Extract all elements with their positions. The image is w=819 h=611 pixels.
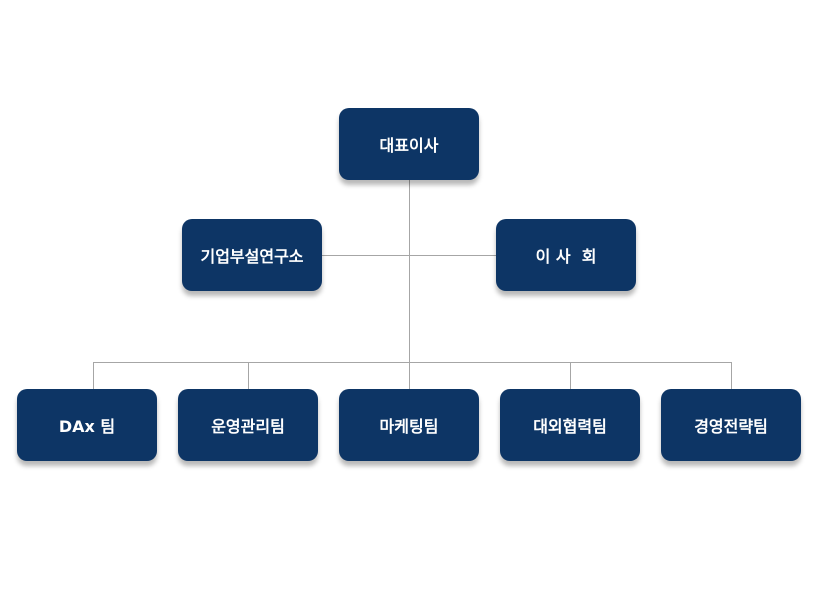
- connector-marketing-team: [409, 362, 410, 389]
- connector-dax-team: [93, 362, 94, 389]
- node-board: 이 사 회: [496, 219, 636, 291]
- node-external-affairs-team: 대외협력팀: [500, 389, 640, 461]
- node-research-lab: 기업부설연구소: [182, 219, 322, 291]
- connector-strategy-team: [731, 362, 732, 389]
- connector-external-affairs-team: [570, 362, 571, 389]
- node-strategy-team: 경영전략팀: [661, 389, 801, 461]
- connector-ceo-trunk: [409, 180, 410, 363]
- node-dax-team: DAx 팀: [17, 389, 157, 461]
- node-ceo: 대표이사: [339, 108, 479, 180]
- node-operations-team: 운영관리팀: [178, 389, 318, 461]
- connector-operations-team: [248, 362, 249, 389]
- connector-research-lab: [322, 255, 409, 256]
- connector-team-bus: [93, 362, 732, 363]
- node-marketing-team: 마케팅팀: [339, 389, 479, 461]
- connector-board: [410, 255, 496, 256]
